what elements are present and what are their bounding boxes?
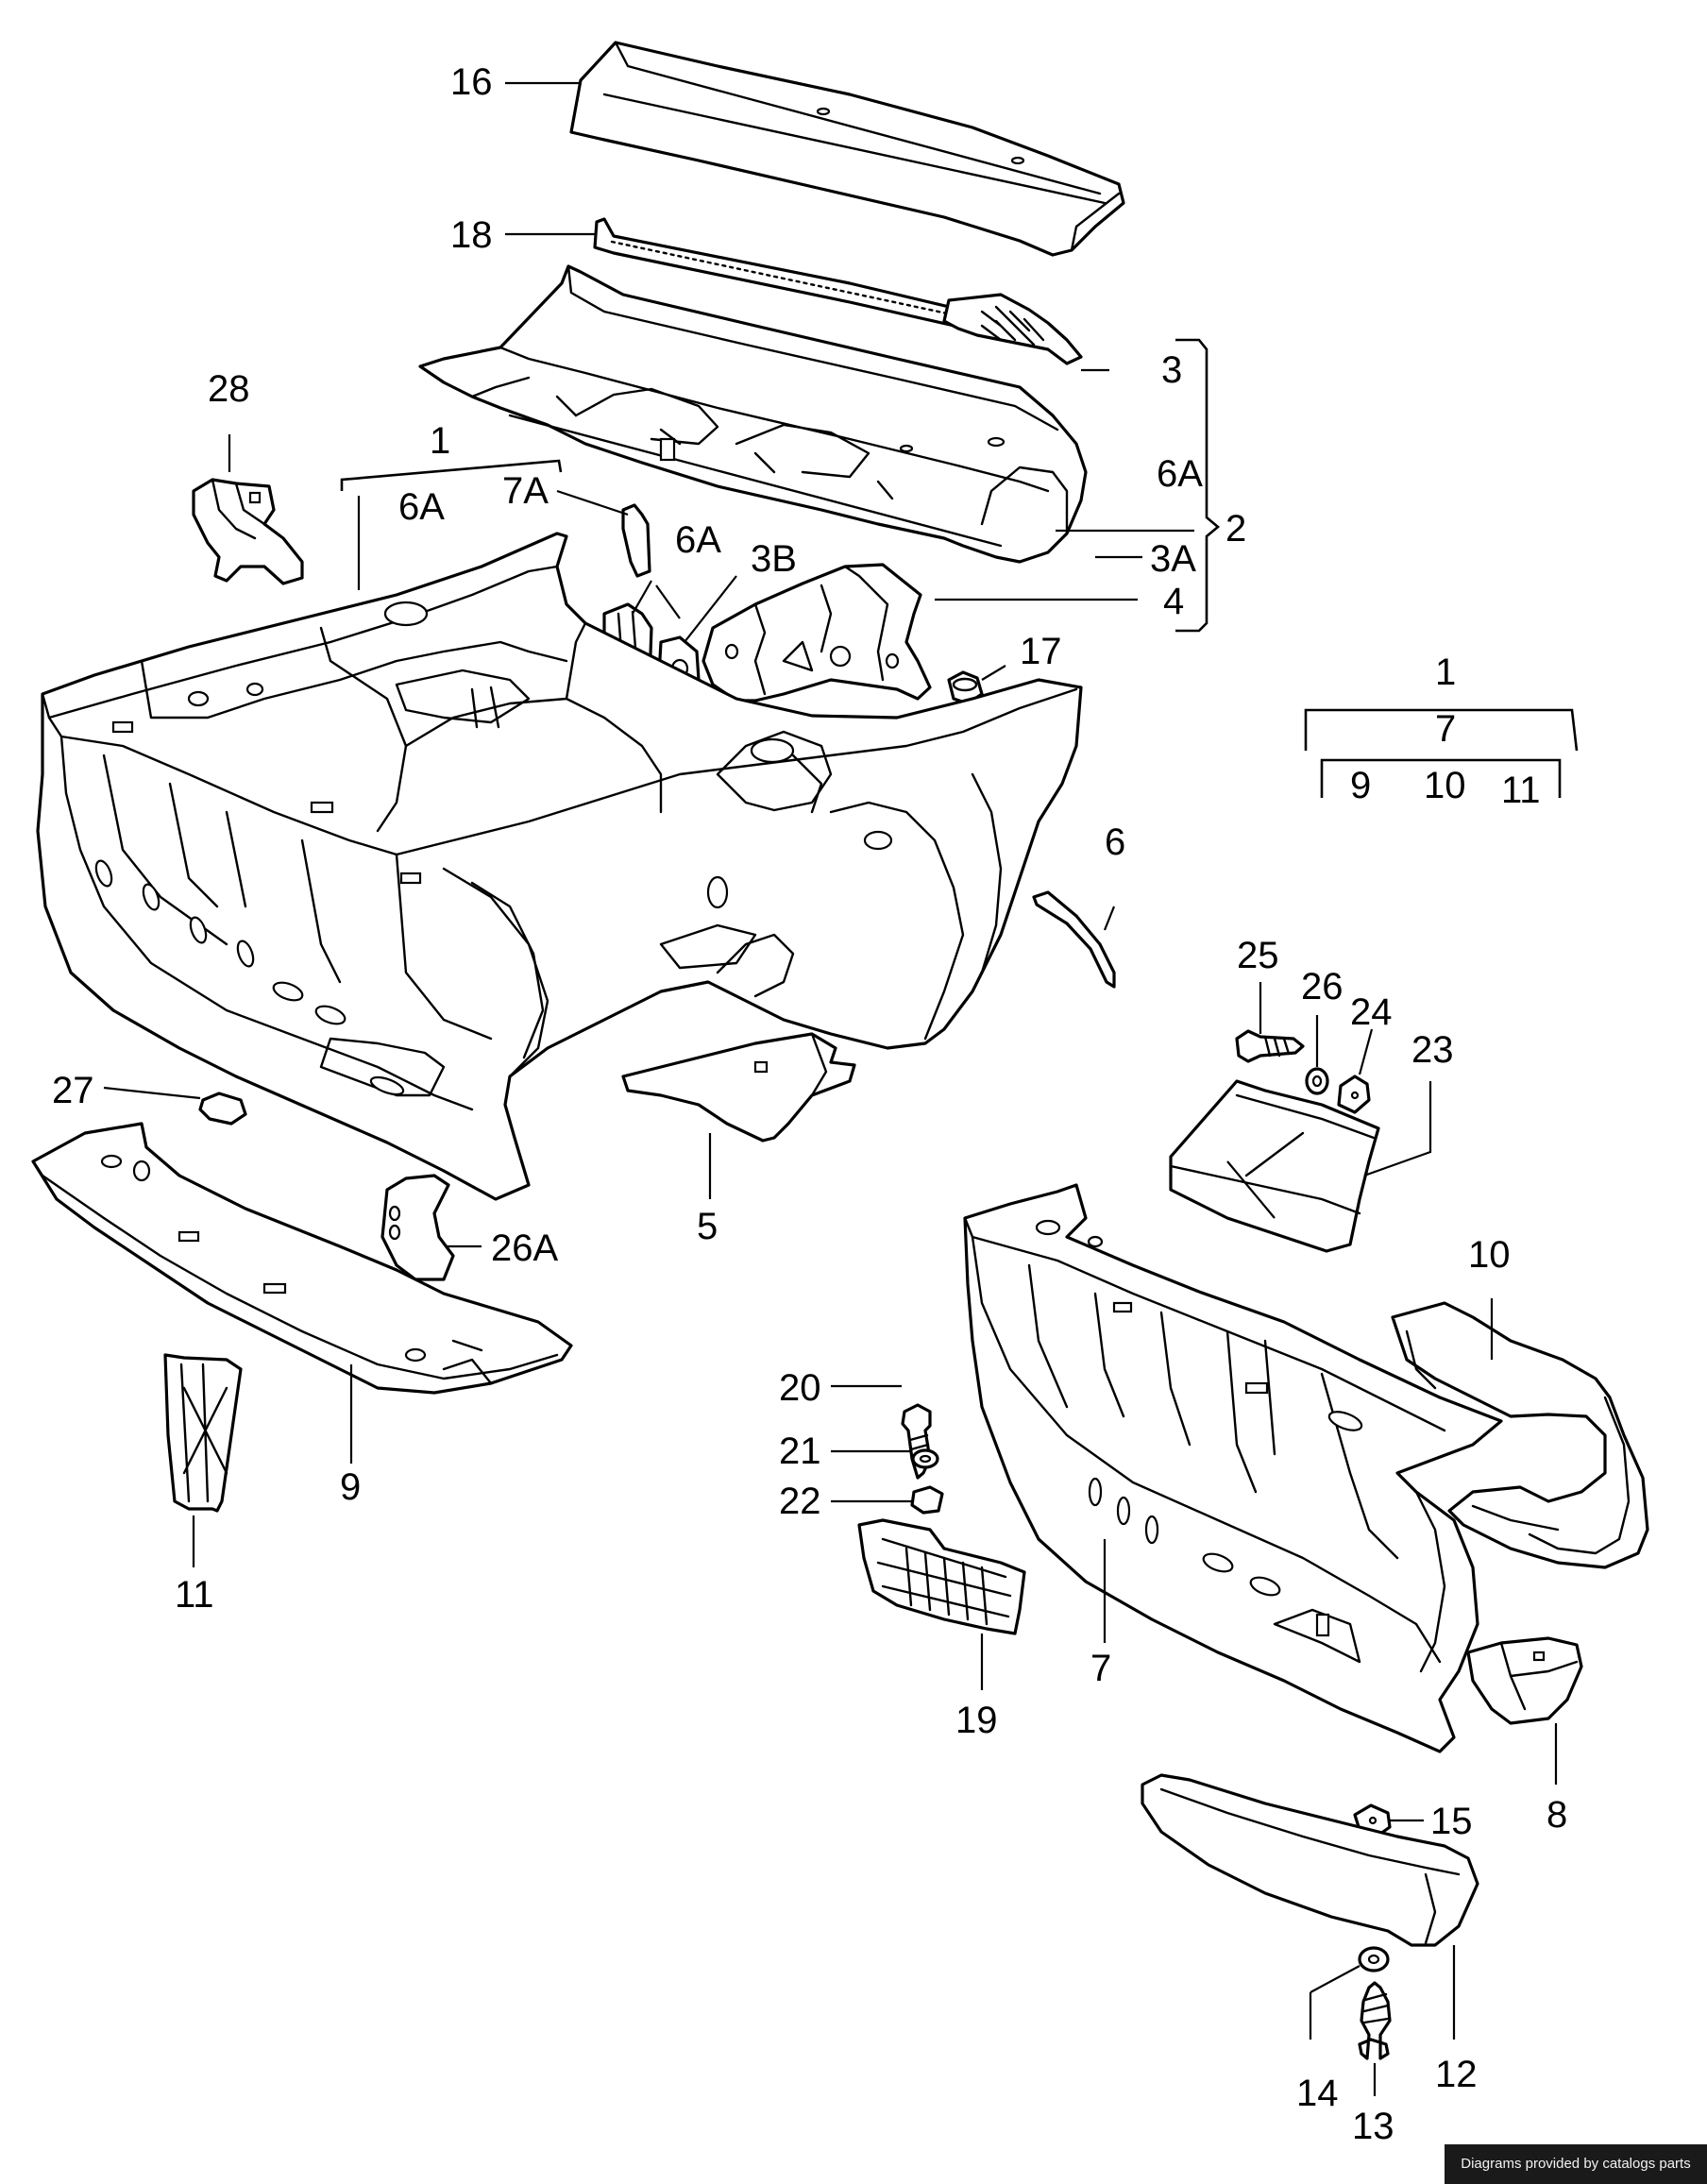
part-19-grille-insert[interactable] bbox=[857, 1518, 1026, 1635]
label-17: 17 bbox=[1020, 631, 1062, 672]
part-9-lower-crossmember[interactable] bbox=[31, 1122, 573, 1395]
label-11-group: 11 bbox=[1501, 770, 1541, 811]
part-26A-bracket[interactable] bbox=[380, 1174, 455, 1281]
label-3B: 3B bbox=[751, 538, 797, 580]
part-21-washer[interactable] bbox=[911, 1448, 939, 1469]
label-3A: 3A bbox=[1150, 538, 1196, 580]
label-1-right: 1 bbox=[1435, 652, 1456, 693]
part-17-grommet[interactable] bbox=[947, 670, 984, 705]
label-27: 27 bbox=[52, 1070, 94, 1111]
label-2: 2 bbox=[1225, 508, 1246, 550]
part-14-washer[interactable] bbox=[1358, 1946, 1390, 1972]
part-7A-clip[interactable] bbox=[621, 503, 651, 578]
part-22-clip[interactable] bbox=[910, 1485, 944, 1515]
label-21: 21 bbox=[779, 1431, 821, 1472]
label-10-group: 10 bbox=[1424, 765, 1466, 806]
part-5-floor-plate[interactable] bbox=[621, 1032, 856, 1143]
part-4-engine-mount-bracket[interactable] bbox=[701, 563, 932, 703]
label-26: 26 bbox=[1301, 966, 1344, 1007]
main-body-front-section[interactable] bbox=[36, 532, 1083, 1201]
label-6A-mid: 6A bbox=[675, 519, 721, 561]
label-6A-left: 6A bbox=[398, 486, 445, 528]
label-6: 6 bbox=[1105, 821, 1125, 863]
part-number-labels: 16 18 3 28 1 6A 7A 6A 3B 6A 2 3A 4 17 1 … bbox=[52, 61, 1567, 2147]
label-9-group: 9 bbox=[1350, 765, 1371, 806]
leader-lines bbox=[103, 81, 1579, 2096]
label-8: 8 bbox=[1546, 1794, 1567, 1836]
label-13: 13 bbox=[1352, 2106, 1394, 2147]
label-28: 28 bbox=[208, 368, 250, 410]
part-2-plenum-assembly[interactable] bbox=[418, 264, 1088, 564]
label-6A-right: 6A bbox=[1157, 453, 1203, 495]
part-11-vertical-bracket[interactable] bbox=[163, 1353, 243, 1513]
part-8-bracket[interactable] bbox=[1466, 1636, 1583, 1725]
label-24: 24 bbox=[1350, 991, 1393, 1033]
part-7-front-panel[interactable] bbox=[963, 1183, 1503, 1753]
label-11: 11 bbox=[175, 1574, 214, 1616]
part-13-screw[interactable] bbox=[1358, 1981, 1392, 2060]
label-25: 25 bbox=[1237, 935, 1279, 976]
label-15: 15 bbox=[1430, 1801, 1473, 1842]
label-12: 12 bbox=[1435, 2054, 1478, 2095]
part-26-washer[interactable] bbox=[1305, 1067, 1329, 1095]
label-4: 4 bbox=[1163, 581, 1184, 622]
part-3-reinforcement-bracket[interactable] bbox=[942, 293, 1083, 365]
label-9: 9 bbox=[340, 1466, 361, 1508]
part-27-plug[interactable] bbox=[198, 1092, 247, 1126]
part-16-cowl-panel[interactable] bbox=[569, 41, 1125, 257]
label-10: 10 bbox=[1468, 1234, 1511, 1276]
part-10-side-panel[interactable] bbox=[1391, 1301, 1649, 1569]
part-6-wheel-arch-strip[interactable] bbox=[1032, 890, 1116, 989]
part-12-front-spoiler[interactable] bbox=[1141, 1773, 1479, 1947]
label-1-top: 1 bbox=[430, 420, 450, 462]
credit-footer: Diagrams provided by catalogs parts bbox=[1445, 2144, 1707, 2184]
part-23-cover-panel[interactable] bbox=[1169, 1079, 1380, 1253]
label-5: 5 bbox=[697, 1206, 718, 1247]
label-23: 23 bbox=[1411, 1029, 1454, 1071]
label-22: 22 bbox=[779, 1481, 821, 1522]
part-24-nut-clip[interactable] bbox=[1337, 1075, 1371, 1114]
label-26A: 26A bbox=[491, 1227, 558, 1269]
label-19: 19 bbox=[955, 1700, 998, 1741]
part-28-bracket[interactable] bbox=[192, 478, 304, 585]
label-3: 3 bbox=[1161, 349, 1182, 391]
label-7-group: 7 bbox=[1435, 708, 1456, 750]
label-7A: 7A bbox=[502, 470, 549, 512]
label-14: 14 bbox=[1296, 2073, 1339, 2114]
label-7: 7 bbox=[1090, 1648, 1111, 1689]
label-20: 20 bbox=[779, 1367, 821, 1409]
label-16: 16 bbox=[450, 61, 493, 103]
label-18: 18 bbox=[450, 214, 493, 256]
part-25-screw[interactable] bbox=[1235, 1029, 1305, 1063]
